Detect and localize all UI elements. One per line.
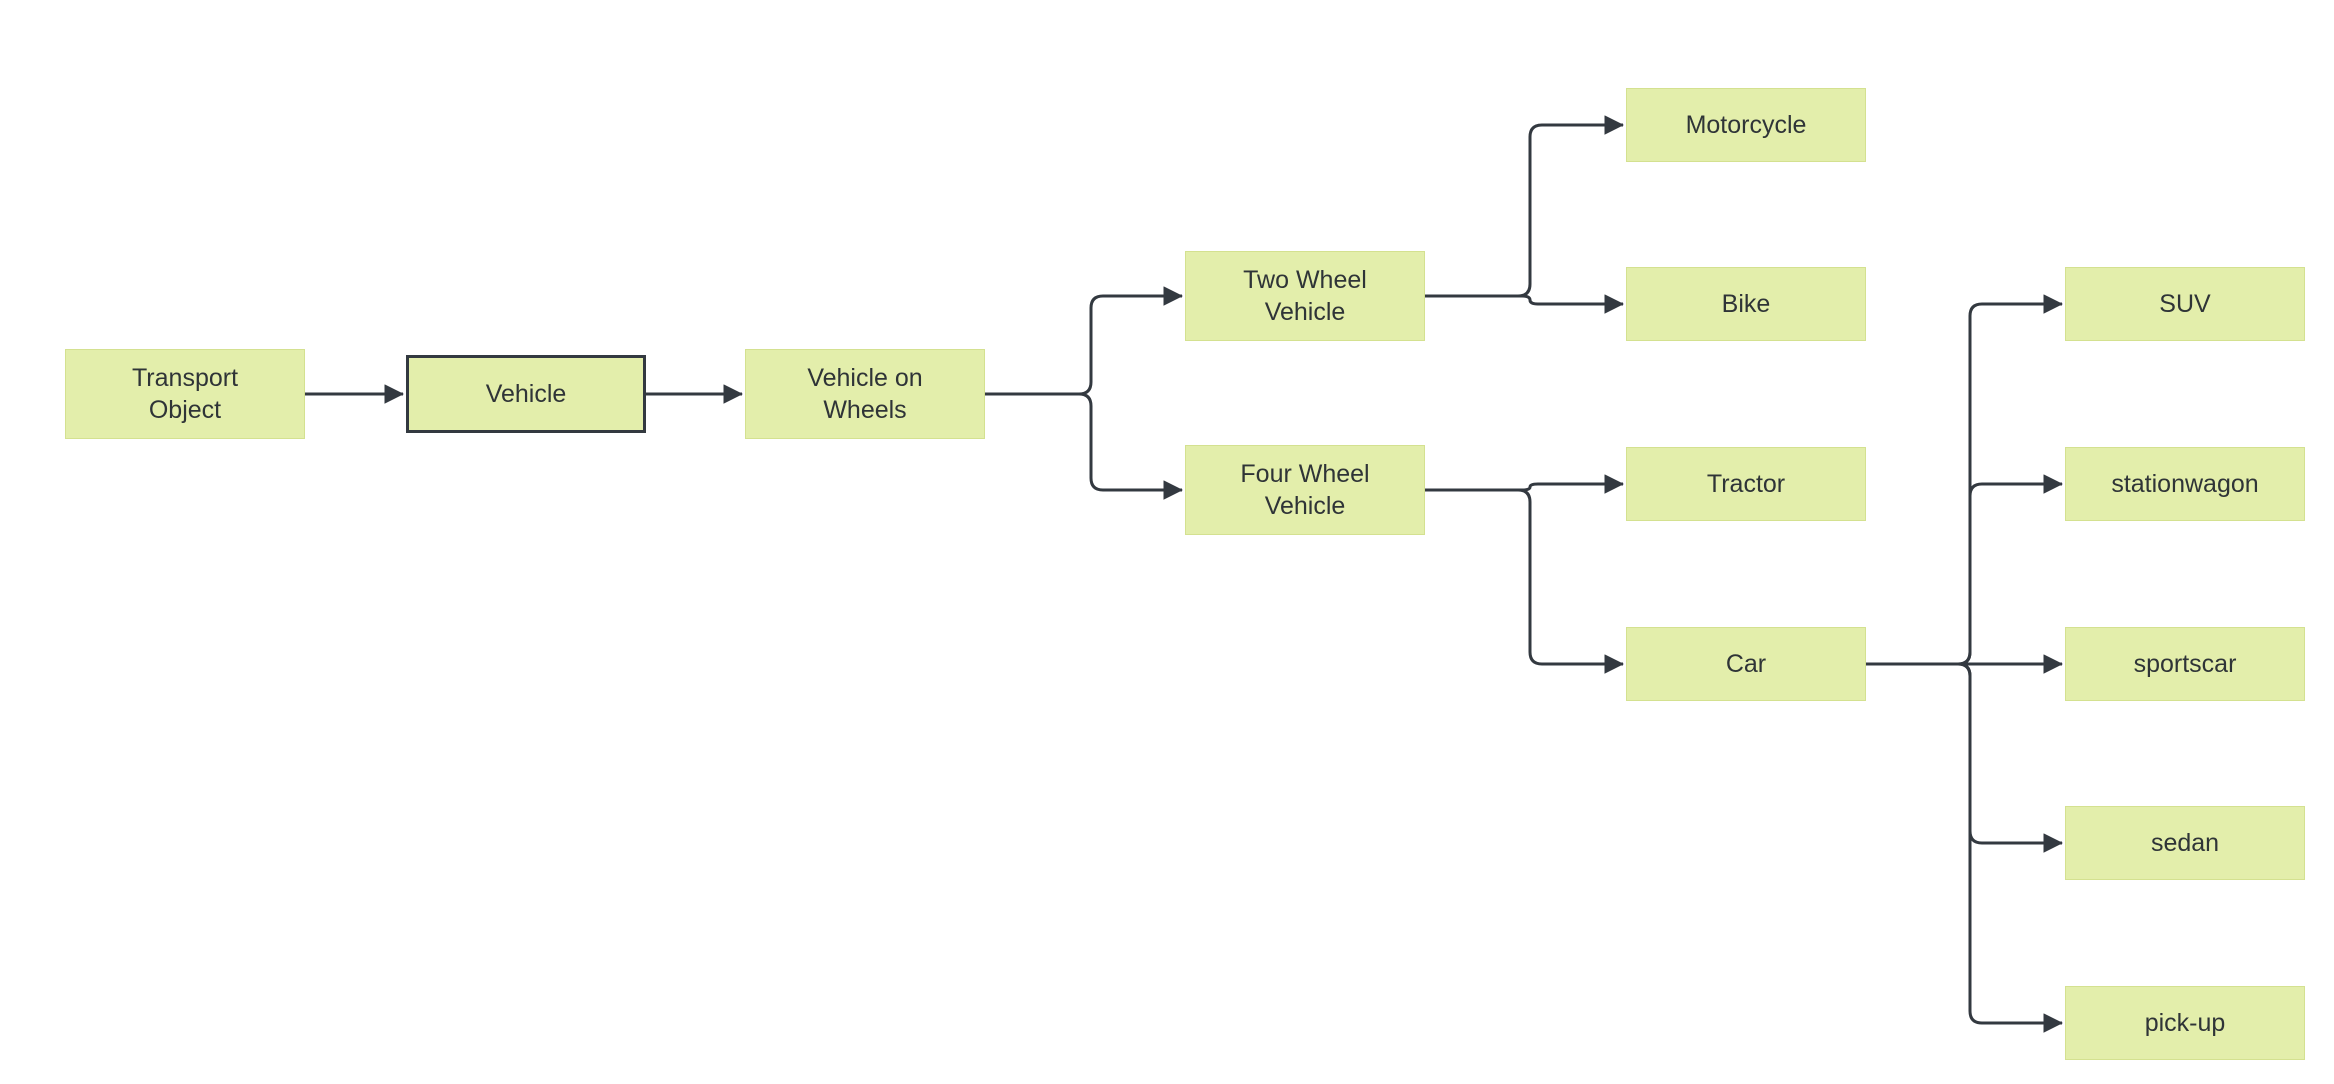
node-four-wheel-vehicle: Four Wheel Vehicle	[1185, 445, 1425, 535]
node-label: Four Wheel Vehicle	[1240, 459, 1370, 521]
node-label: Transport Object	[131, 363, 239, 425]
edge-two-wheel-vehicle-to-motorcycle	[1425, 115, 1624, 298]
edge-two-wheel-vehicle-to-bike	[1425, 294, 1624, 314]
node-tractor: Tractor	[1626, 447, 1866, 521]
node-bike: Bike	[1626, 267, 1866, 341]
node-suv: SUV	[2065, 267, 2305, 341]
edge-car-to-sedan	[1866, 662, 2063, 853]
node-sedan: sedan	[2065, 806, 2305, 880]
node-vehicle-on-wheels: Vehicle on Wheels	[745, 349, 985, 439]
node-car: Car	[1626, 627, 1866, 701]
node-label: Bike	[1721, 289, 1771, 318]
edge-vehicle-on-wheels-to-four-wheel-vehicle	[985, 392, 1183, 500]
node-vehicle: Vehicle	[406, 355, 646, 433]
node-stationwagon: stationwagon	[2065, 447, 2305, 521]
node-label: Tractor	[1706, 469, 1786, 498]
node-transport-object: Transport Object	[65, 349, 305, 439]
edge-car-to-stationwagon	[1866, 474, 2063, 666]
node-pick-up: pick-up	[2065, 986, 2305, 1060]
node-label: Vehicle on Wheels	[807, 363, 923, 425]
edge-four-wheel-vehicle-to-car	[1425, 488, 1624, 674]
node-motorcycle: Motorcycle	[1626, 88, 1866, 162]
node-label: Car	[1725, 649, 1767, 678]
node-sportscar: sportscar	[2065, 627, 2305, 701]
node-label: sedan	[2150, 828, 2220, 857]
node-label: SUV	[2159, 289, 2211, 318]
node-label: pick-up	[2144, 1008, 2226, 1037]
edge-vehicle-on-wheels-to-two-wheel-vehicle	[985, 286, 1183, 396]
node-label: stationwagon	[2111, 469, 2259, 498]
node-two-wheel-vehicle: Two Wheel Vehicle	[1185, 251, 1425, 341]
node-label: Two Wheel Vehicle	[1243, 265, 1367, 327]
node-label: Vehicle	[485, 379, 567, 408]
edge-car-to-pick-up	[1866, 662, 2063, 1033]
node-label: Motorcycle	[1685, 110, 1807, 139]
node-label: sportscar	[2133, 649, 2237, 678]
